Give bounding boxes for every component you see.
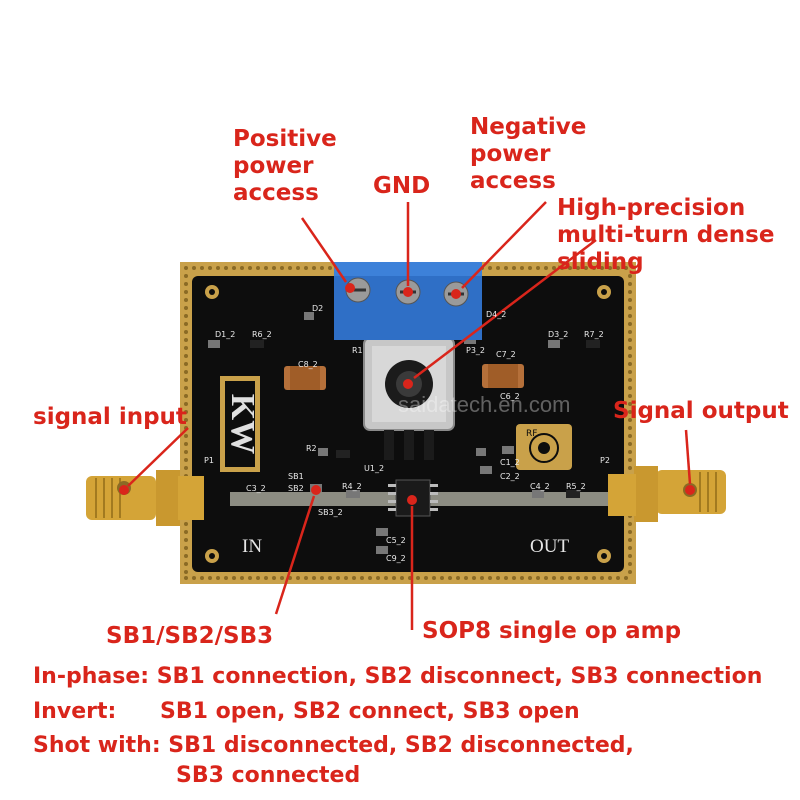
watermark: saidatech.en.com: [398, 392, 571, 417]
label-potentiometer: High-precision multi-turn dense sliding: [557, 195, 775, 275]
label-solder-bridges: SB1/SB2/SB3: [106, 623, 274, 649]
note-invert-prefix: Invert:: [33, 699, 117, 724]
silkscreen-designator: R6_2: [252, 330, 272, 339]
silkscreen-designator: C5_2: [386, 536, 406, 545]
silkscreen-designator: P2: [600, 456, 610, 465]
sma-connector-icon: [608, 466, 726, 522]
silkscreen-designator: R7_2: [584, 330, 604, 339]
note-in-phase: In-phase: SB1 connection, SB2 disconnect…: [33, 664, 763, 689]
mounting-holes: [205, 285, 611, 563]
silkscreen-designator: R2: [306, 444, 317, 453]
silkscreen-designator: C2_2: [500, 472, 520, 481]
silkscreen-designator: P1: [204, 456, 214, 465]
silkscreen-designator: SB3_2: [318, 508, 343, 517]
silkscreen-designator: P3_2: [466, 346, 486, 355]
silkscreen-designator: C6_2: [500, 392, 520, 401]
silkscreen-designator: C1_2: [500, 458, 520, 467]
rf-antenna-icon: RF: [516, 424, 572, 470]
silkscreen-designator: SB2: [288, 484, 304, 493]
label-positive-power: Positive power access: [233, 126, 337, 206]
kw-logo: KW: [224, 394, 261, 454]
silkscreen-designator: R1: [352, 346, 363, 355]
annotation-pointers: [119, 201, 695, 630]
silkscreen-designator: SB1: [288, 472, 304, 481]
silkscreen-designator: C8_2: [298, 360, 318, 369]
note-shot-line1: Shot with: SB1 disconnected, SB2 disconn…: [33, 733, 634, 758]
silkscreen-designator: D4_2: [486, 310, 507, 319]
out-silkscreen: OUT: [530, 536, 569, 557]
silkscreen-designator: R5_2: [566, 482, 586, 491]
label-op-amp: SOP8 single op amp: [422, 618, 682, 644]
silkscreen-designator: R4_2: [342, 482, 362, 491]
silkscreen-designator: C9_2: [386, 554, 406, 563]
silkscreen-designator: U1_2: [364, 464, 385, 473]
silkscreen-designator: D3_2: [548, 330, 569, 339]
silkscreen-designator: C7_2: [496, 350, 516, 359]
label-gnd: GND: [373, 173, 431, 199]
sma-connector-icon: [86, 470, 204, 526]
note-invert-body: SB1 open, SB2 connect, SB3 open: [160, 699, 580, 724]
silkscreen-designator: C3_2: [246, 484, 266, 493]
silkscreen-designator: C4_2: [530, 482, 550, 491]
svg-text:RF: RF: [526, 429, 537, 439]
label-signal-output: Signal output: [613, 398, 789, 424]
label-negative-power: Negative power access: [470, 114, 587, 194]
tantalum-capacitors: [284, 364, 524, 390]
silkscreen-designator: D1_2: [215, 330, 236, 339]
label-signal-input: signal input: [33, 404, 187, 430]
silkscreen-designator: D2: [312, 304, 324, 313]
note-shot-line2: SB3 connected: [176, 763, 361, 788]
in-silkscreen: IN: [242, 536, 262, 557]
